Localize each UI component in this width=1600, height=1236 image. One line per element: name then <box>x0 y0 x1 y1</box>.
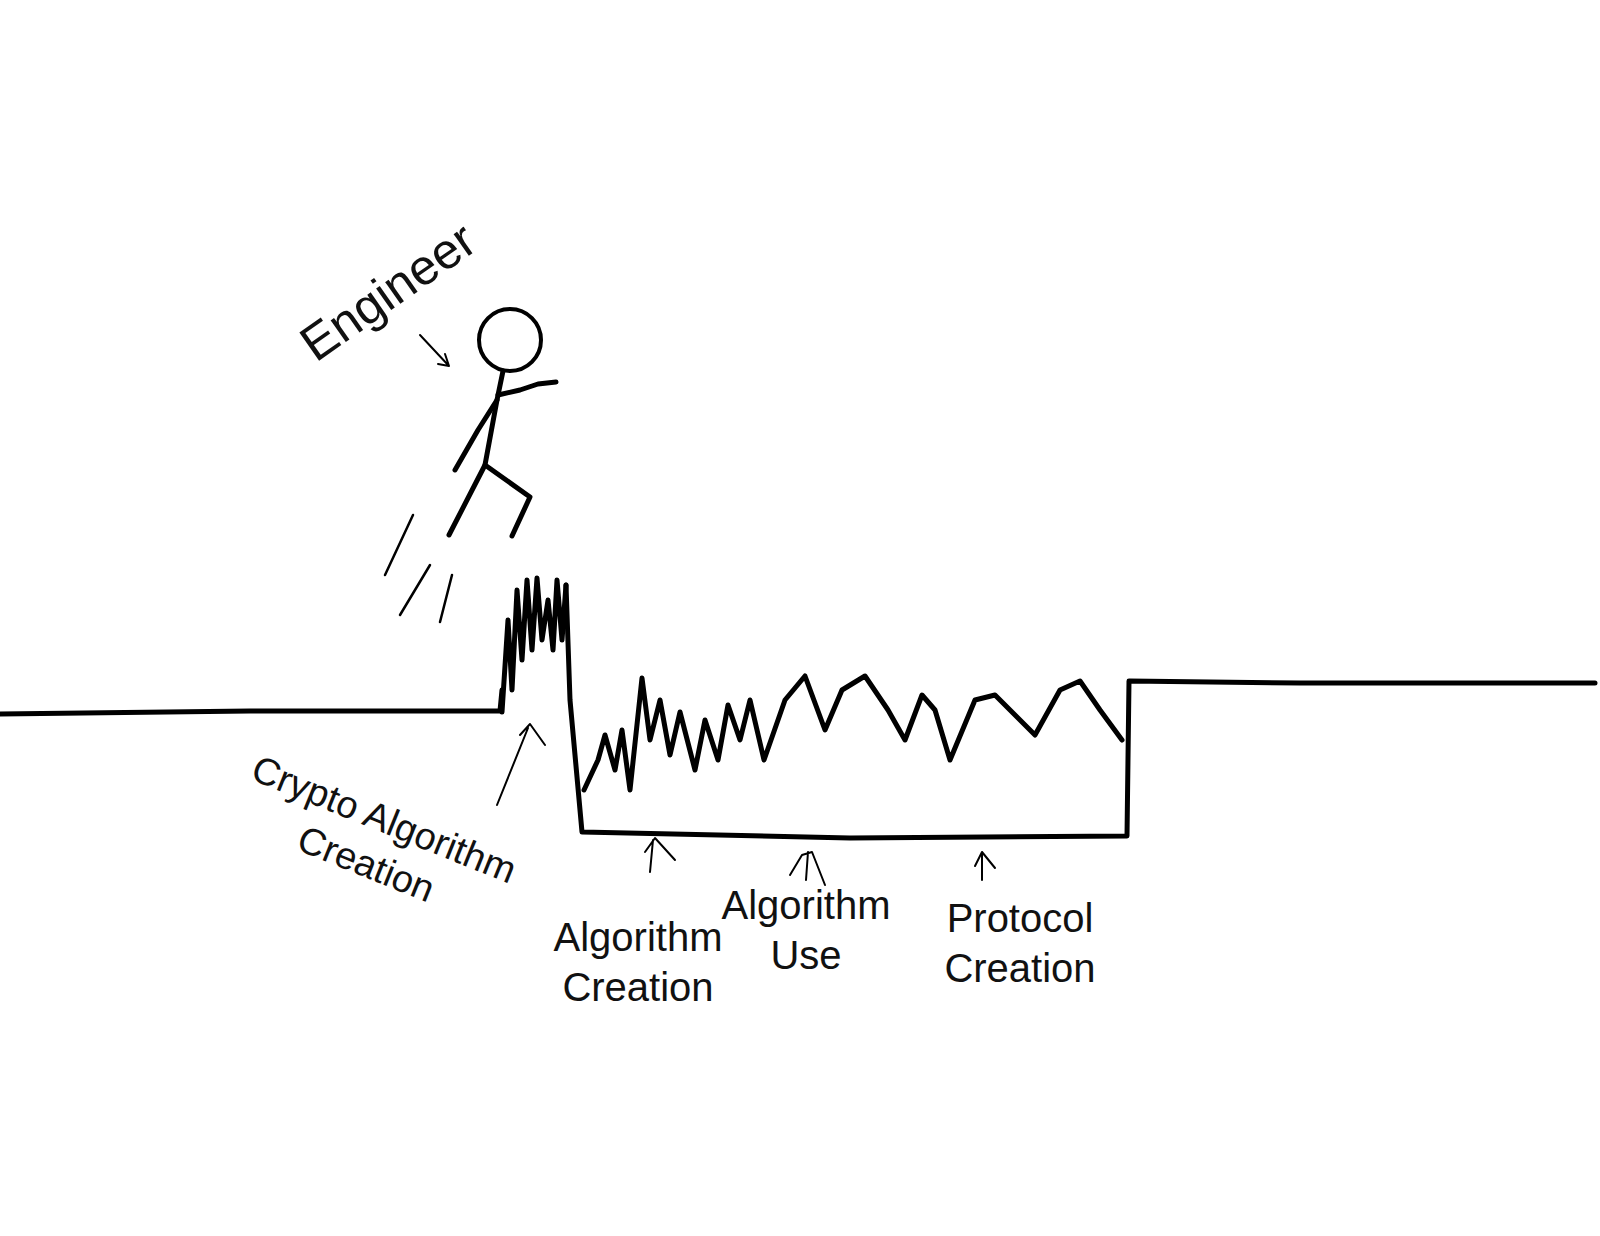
motion-lines <box>385 515 452 622</box>
region-label: Algorithm Creation <box>523 912 753 1012</box>
stick-figure-head <box>479 309 541 371</box>
ground-line <box>0 585 1595 838</box>
region-label: Crypto Algorithm Creation <box>176 725 573 959</box>
leader-arrow <box>975 852 995 880</box>
pit-spikes <box>584 676 1122 790</box>
leader-arrow <box>497 724 545 805</box>
region-label: Algorithm Use <box>691 880 921 980</box>
leader-arrow <box>790 852 825 885</box>
stick-figure-arms <box>455 382 556 470</box>
stick-figure-legs <box>449 465 530 536</box>
leader-arrow <box>420 335 449 366</box>
cliff-spikes <box>502 578 566 712</box>
leader-arrow <box>645 838 675 872</box>
region-label: Protocol Creation <box>905 893 1135 993</box>
figure-label: Engineer <box>247 180 529 403</box>
